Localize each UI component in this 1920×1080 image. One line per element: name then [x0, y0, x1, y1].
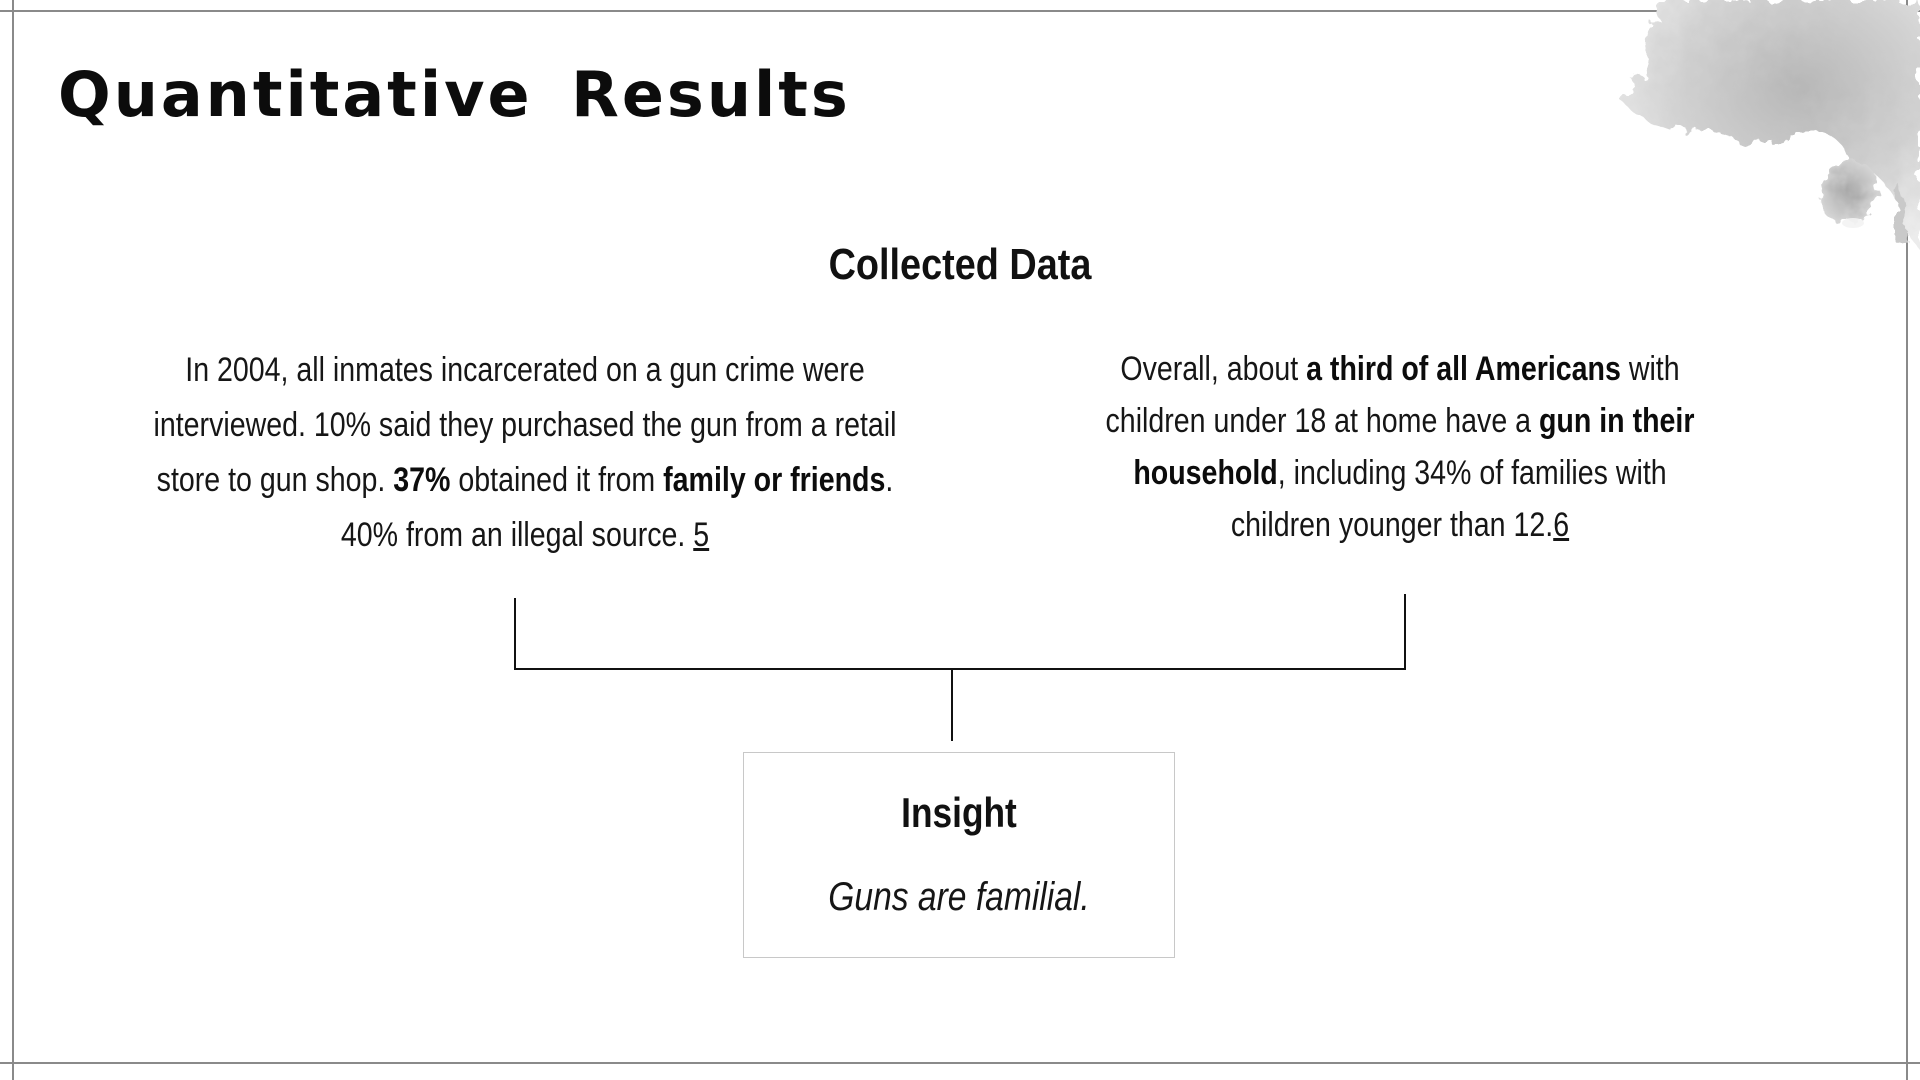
right-text-bold2: gun in their household: [1133, 402, 1695, 492]
right-text-part1: Overall, about: [1120, 350, 1307, 388]
right-text-part3: , including 34% of families with childre…: [1230, 454, 1667, 544]
frame-line-bottom: [0, 1062, 1920, 1064]
left-text-part2: obtained it from: [450, 461, 664, 499]
right-text-bold1: a third of all Americans: [1306, 350, 1621, 388]
frame-line-right: [1906, 0, 1908, 1080]
left-text-block: In 2004, all inmates incarcerated on a g…: [143, 343, 907, 563]
insight-title: Insight: [901, 789, 1017, 836]
right-text-block: Overall, about a third of all Americans …: [1081, 343, 1719, 551]
right-text-part2: with children under 18 at home have a: [1105, 350, 1680, 440]
ink-splash-icon: [1620, 0, 1920, 250]
frame-line-top: [0, 10, 1920, 12]
left-footnote-ref[interactable]: 5: [693, 516, 710, 554]
slide-title: Quantitative Results: [58, 58, 851, 131]
section-heading: Collected Data: [828, 240, 1092, 289]
insight-text: Guns are familial.: [828, 875, 1090, 919]
frame-line-left: [12, 0, 14, 1080]
left-text-part1: In 2004, all inmates incarcerated on a g…: [153, 351, 897, 499]
left-text-part3: . 40% from an illegal source.: [340, 461, 894, 554]
right-footnote-ref[interactable]: 6: [1553, 506, 1570, 544]
left-text-bold2: family or friends: [663, 461, 886, 499]
left-text-bold1: 37%: [393, 461, 451, 499]
insight-box: Insight Guns are familial.: [743, 752, 1175, 958]
